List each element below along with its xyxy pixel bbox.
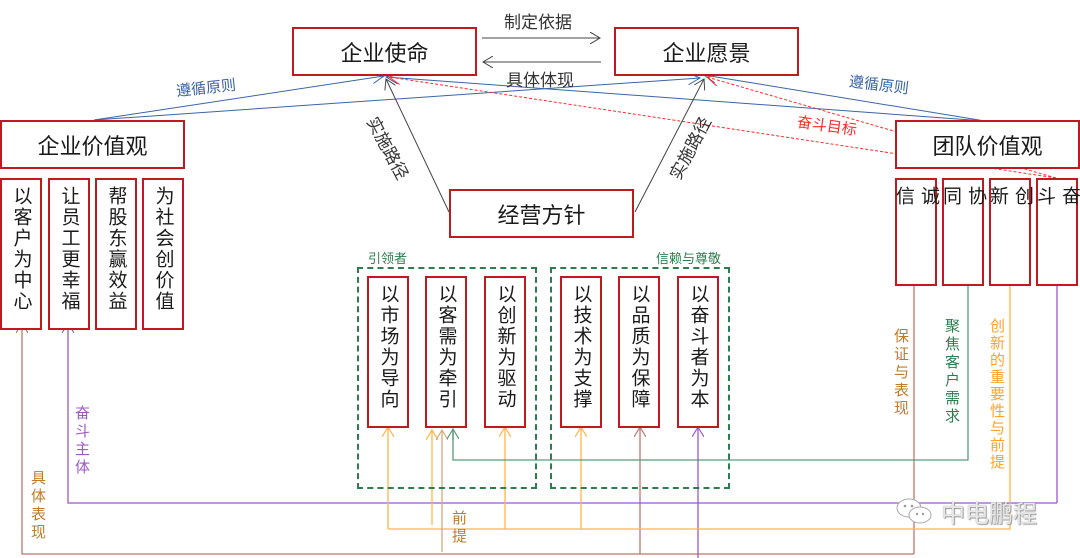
policy-item[interactable]: 以技术为支撑 [560, 276, 602, 428]
team-value-item[interactable]: 诚信 [893, 178, 940, 286]
team-value-text: 创新 [987, 186, 1034, 243]
enterprise-values-box[interactable]: 企业价值观 [0, 120, 185, 169]
policy-box[interactable]: 经营方针 [449, 189, 634, 238]
link-focus-customer [452, 257, 969, 461]
group-trust [550, 267, 730, 489]
enterprise-value-text: 为社会创价值 [152, 186, 175, 312]
group-label-leader: 引领者 [368, 252, 408, 267]
policy-item-text: 以市场为导向 [377, 284, 400, 410]
group-label-trust: 信赖与尊敬 [656, 252, 722, 267]
label-concrete-expression: 具体表现 [29, 470, 47, 542]
mission-box[interactable]: 企业使命 [292, 27, 477, 76]
vision-box[interactable]: 企业愿景 [614, 27, 799, 76]
policy-item[interactable]: 以奋斗者为本 [677, 276, 719, 428]
policy-item-text: 以客需为牵引 [435, 284, 458, 410]
team-value-text: 协同 [940, 186, 987, 243]
team-value-text: 奋斗 [1034, 186, 1080, 243]
enterprise-value-text: 以客户为中心 [10, 186, 33, 312]
policy-item[interactable]: 以创新为驱动 [484, 276, 526, 428]
enterprise-value-item[interactable]: 让员工更幸福 [48, 178, 90, 330]
team-value-item[interactable]: 协同 [940, 178, 987, 286]
label-struggle-subject: 奋斗主体 [73, 405, 91, 477]
group-leader [357, 267, 537, 489]
team-values-label: 团队价值观 [932, 134, 1043, 160]
link-concrete-expression [22, 323, 914, 555]
policy-item-text: 以奋斗者为本 [687, 284, 710, 410]
policy-item-text: 以创新为驱动 [494, 284, 517, 410]
policy-label: 经营方针 [497, 203, 586, 229]
enterprise-value-item[interactable]: 以客户为中心 [0, 178, 42, 330]
watermark: 中电鹏程 [895, 494, 1037, 529]
arrow-left-values-to-mission [93, 76, 384, 121]
enterprise-value-item[interactable]: 帮股东赢效益 [95, 178, 137, 330]
arrow-policy-to-mission [386, 79, 450, 213]
vision-label: 企业愿景 [662, 41, 751, 67]
label-focus-customer: 聚焦客户需求 [943, 318, 961, 426]
arrow-left-values-to-vision [93, 78, 700, 121]
team-value-text: 诚信 [893, 186, 940, 243]
wechat-icon [896, 498, 932, 523]
enterprise-value-text: 帮股东赢效益 [105, 186, 128, 312]
team-value-item[interactable]: 奋斗 [1034, 178, 1080, 286]
arrow-right-values-to-vision [704, 75, 986, 122]
enterprise-value-item[interactable]: 为社会创价值 [142, 178, 184, 330]
team-values-box[interactable]: 团队价值观 [895, 120, 1080, 169]
policy-item[interactable]: 以市场为导向 [367, 276, 409, 428]
arrow-label-expression: 具体体现 [506, 71, 574, 91]
watermark-text: 中电鹏程 [941, 500, 1037, 528]
arrow-right-values-to-mission [386, 77, 986, 122]
team-value-item[interactable]: 创新 [987, 178, 1034, 286]
arrow-policy-to-vision [634, 79, 704, 213]
policy-item[interactable]: 以客需为牵引 [425, 276, 467, 428]
enterprise-value-text: 让员工更幸福 [58, 186, 81, 312]
policy-item-text: 以品质为保障 [628, 284, 651, 410]
label-guarantee: 保证与表现 [892, 328, 910, 418]
label-innovation-premise: 创新的重要性与前提 [988, 318, 1006, 471]
link-innovation-premise [388, 257, 1010, 530]
policy-item-text: 以技术为支撑 [570, 284, 593, 410]
link-struggle-subject [68, 323, 1057, 504]
enterprise-values-label: 企业价值观 [37, 134, 148, 160]
label-premise: 前提 [450, 510, 468, 546]
arrow-label-basis: 制定依据 [504, 13, 572, 33]
mission-label: 企业使命 [340, 41, 429, 67]
policy-item[interactable]: 以品质为保障 [618, 276, 660, 428]
